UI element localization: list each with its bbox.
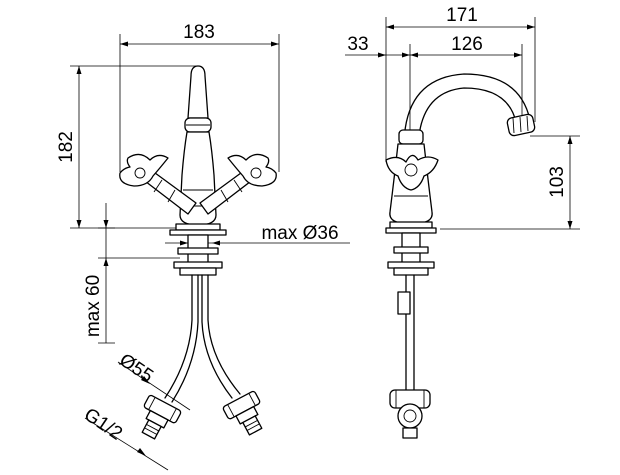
side-mount-washer bbox=[387, 261, 435, 269]
flange-diameter-label: Ø55 bbox=[115, 350, 157, 387]
front-left-hose bbox=[164, 274, 193, 399]
side-handle bbox=[385, 154, 439, 191]
spout-height-label: 103 bbox=[547, 166, 568, 198]
side-rod-clip bbox=[397, 291, 411, 315]
front-mount-flange bbox=[179, 267, 217, 276]
dimension-width-183: 183 bbox=[119, 22, 280, 172]
thread-label: G1/2 bbox=[80, 404, 126, 444]
front-view: 183 182 max 60 max Ø36 bbox=[56, 22, 350, 471]
front-right-hose bbox=[201, 274, 233, 399]
dimension-height-182: 182 bbox=[56, 65, 196, 229]
dimension-spout-height: 103 bbox=[440, 135, 580, 230]
side-collar bbox=[398, 129, 424, 145]
height-label: 182 bbox=[56, 131, 77, 163]
front-left-connector bbox=[141, 394, 182, 440]
overall-width-label: 171 bbox=[446, 5, 478, 26]
reach-label: 126 bbox=[451, 34, 483, 55]
side-spout bbox=[403, 73, 531, 153]
front-mount-nut bbox=[177, 247, 219, 255]
side-mount-nut bbox=[393, 246, 429, 254]
side-view: 171 33 126 103 bbox=[345, 5, 580, 439]
side-base-plate bbox=[389, 221, 433, 229]
front-base-ring bbox=[169, 229, 227, 236]
front-right-connector bbox=[222, 390, 263, 436]
max-depth-label: max 60 bbox=[83, 275, 104, 337]
side-bottom-connector bbox=[389, 389, 431, 439]
dimension-max-depth: max 60 bbox=[83, 203, 180, 344]
side-base-ring bbox=[385, 227, 437, 234]
front-spout bbox=[187, 65, 209, 119]
width-label: 183 bbox=[183, 22, 215, 43]
front-base-plate bbox=[175, 223, 221, 231]
dimension-offset-reach: 33 126 bbox=[345, 34, 523, 158]
max-diameter-label: max Ø36 bbox=[261, 223, 338, 244]
front-mount-washer bbox=[173, 261, 223, 269]
offset-label: 33 bbox=[347, 34, 368, 55]
side-spout-aerator bbox=[506, 113, 536, 137]
side-mount-flange bbox=[393, 267, 429, 276]
dimension-overall-width: 171 bbox=[385, 5, 536, 162]
